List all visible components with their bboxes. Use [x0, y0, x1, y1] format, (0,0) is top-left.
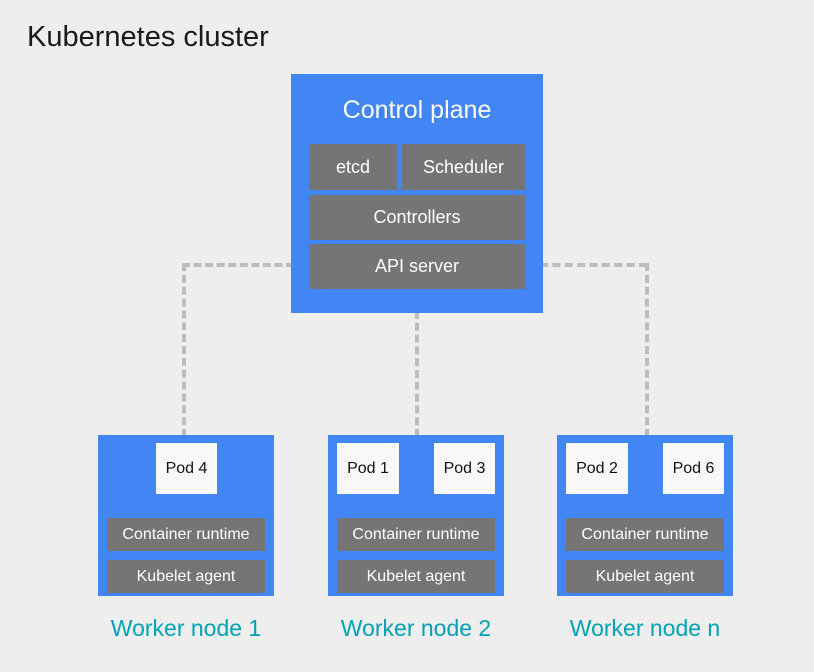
container-runtime-bar[interactable]: Container runtime — [337, 518, 495, 551]
control-plane-component-api-server[interactable]: API server — [309, 244, 525, 289]
pod-box[interactable]: Pod 6 — [663, 443, 724, 494]
worker-node-n-box[interactable]: Pod 2 Pod 6 Container runtime Kubelet ag… — [557, 435, 733, 596]
pod-box[interactable]: Pod 3 — [434, 443, 495, 494]
worker-node-1-box[interactable]: Pod 4 Container runtime Kubelet agent — [98, 435, 274, 596]
pod-box[interactable]: Pod 4 — [156, 443, 217, 494]
worker-node-2-box[interactable]: Pod 1 Pod 3 Container runtime Kubelet ag… — [328, 435, 504, 596]
connector-right-vertical — [645, 263, 649, 437]
control-plane-component-scheduler[interactable]: Scheduler — [402, 144, 525, 190]
connector-left-vertical — [182, 263, 186, 437]
connector-left-horizontal — [182, 263, 294, 267]
container-runtime-bar[interactable]: Container runtime — [107, 518, 265, 551]
pod-box[interactable]: Pod 2 — [566, 443, 628, 494]
worker-node-n-caption: Worker node n — [569, 615, 721, 641]
control-plane-title: Control plane — [342, 96, 492, 124]
connector-middle-vertical — [415, 311, 419, 437]
kubelet-agent-bar[interactable]: Kubelet agent — [107, 560, 265, 593]
kubelet-agent-bar[interactable]: Kubelet agent — [337, 560, 495, 593]
control-plane-component-controllers[interactable]: Controllers — [309, 195, 525, 240]
container-runtime-bar[interactable]: Container runtime — [566, 518, 724, 551]
worker-node-1-caption: Worker node 1 — [110, 615, 262, 641]
control-plane-component-etcd[interactable]: etcd — [309, 144, 397, 190]
control-plane-box[interactable]: Control plane etcd Scheduler Controllers… — [291, 74, 543, 313]
page-title: Kubernetes cluster — [27, 21, 269, 53]
connector-right-horizontal — [540, 263, 647, 267]
kubelet-agent-bar[interactable]: Kubelet agent — [566, 560, 724, 593]
worker-node-2-caption: Worker node 2 — [340, 615, 492, 641]
pod-box[interactable]: Pod 1 — [337, 443, 399, 494]
